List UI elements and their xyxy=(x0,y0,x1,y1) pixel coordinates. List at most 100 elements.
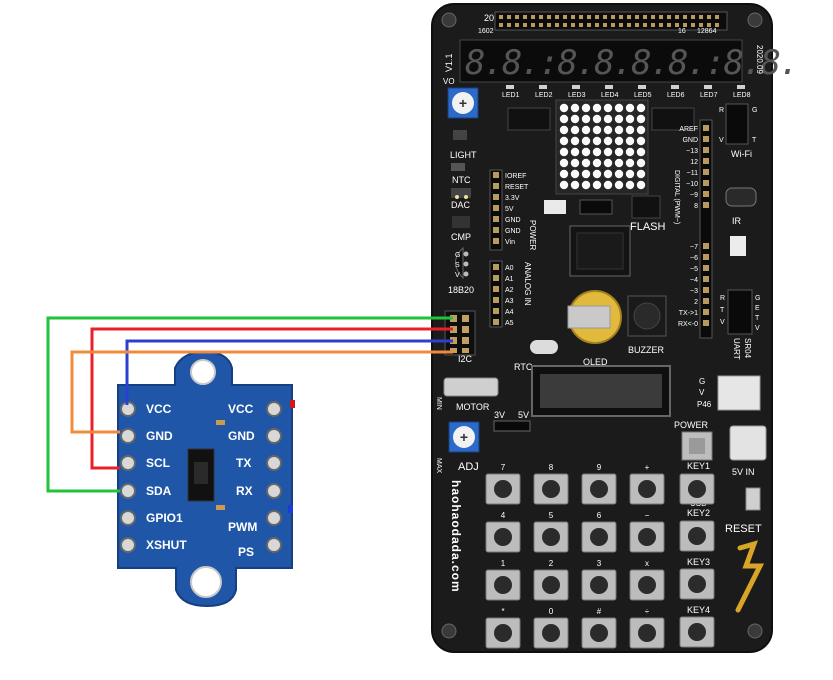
header-pin xyxy=(571,15,575,19)
key-button-cap[interactable] xyxy=(688,575,706,593)
header-pin xyxy=(651,23,655,27)
key-button-cap[interactable] xyxy=(688,480,706,498)
pin-label: A5 xyxy=(505,320,514,327)
matrix-led xyxy=(559,180,569,190)
matrix-led xyxy=(570,147,580,157)
keypad-button-cap[interactable] xyxy=(542,576,560,594)
seven-segment-display xyxy=(459,39,743,83)
led-label: LED1 xyxy=(502,92,520,99)
header-pin xyxy=(691,15,695,19)
header-pin xyxy=(493,227,499,233)
sensor-left-pin-label: GPIO1 xyxy=(146,511,183,525)
header-pin xyxy=(571,23,575,27)
keypad-button-cap[interactable] xyxy=(494,624,512,642)
version-label: V1.1 xyxy=(444,53,454,72)
keypad-button-cap[interactable] xyxy=(494,480,512,498)
header-pin xyxy=(493,172,499,178)
keypad-button-cap[interactable] xyxy=(638,528,656,546)
matrix-led xyxy=(614,158,624,168)
pin-label: R xyxy=(719,107,724,114)
pin-label: ~4 xyxy=(690,277,698,284)
led-label: LED6 xyxy=(667,92,685,99)
matrix-led xyxy=(603,103,613,113)
voltage-jumper xyxy=(493,420,531,432)
header-pin xyxy=(703,254,709,260)
pin-label: V xyxy=(755,325,760,332)
led xyxy=(638,85,646,89)
pin-label: GND xyxy=(682,137,698,144)
led-label: LED8 xyxy=(733,92,751,99)
matrix-led xyxy=(614,147,624,157)
header-pin xyxy=(703,309,709,315)
pin-label: P46 xyxy=(697,400,712,409)
sensor-left-pin-label: GND xyxy=(146,429,173,443)
sensor-right-pin-label: PS xyxy=(238,545,254,559)
pin-label: V xyxy=(719,137,724,144)
matrix-led xyxy=(581,158,591,168)
header-pin xyxy=(563,23,567,27)
wires xyxy=(46,316,453,493)
keypad-button-cap[interactable] xyxy=(590,576,608,594)
matrix-led xyxy=(581,147,591,157)
pin-label: T xyxy=(752,137,757,144)
key-label: + xyxy=(645,463,650,472)
header-pin xyxy=(703,180,709,186)
led xyxy=(539,85,547,89)
sensor-right-pin-label: VCC xyxy=(228,402,254,416)
header-pin xyxy=(493,264,499,270)
sensor-right-pin-label: GND xyxy=(228,429,255,443)
key-button-cap[interactable] xyxy=(688,623,706,641)
header-pin xyxy=(531,15,535,19)
pin-label: 2 xyxy=(694,299,698,306)
header-pin xyxy=(659,23,663,27)
keypad-button-cap[interactable] xyxy=(542,624,560,642)
led-label: LED7 xyxy=(700,92,718,99)
pin-label: GND xyxy=(505,217,521,224)
matrix-led xyxy=(559,125,569,135)
pin-label: G xyxy=(752,107,757,114)
keypad-button-cap[interactable] xyxy=(638,624,656,642)
header-pin xyxy=(603,15,607,19)
pin-label: 3.3V xyxy=(505,195,520,202)
keypad-button-cap[interactable] xyxy=(590,624,608,642)
keypad-button-cap[interactable] xyxy=(638,576,656,594)
key-label: 3 xyxy=(597,559,602,568)
header-pin xyxy=(659,15,663,19)
brand-logo-icon xyxy=(735,540,765,613)
keypad-button-cap[interactable] xyxy=(542,480,560,498)
matrix-led xyxy=(614,180,624,190)
matrix-led xyxy=(592,125,602,135)
pin-label: TX->1 xyxy=(679,310,698,317)
keypad-button-cap[interactable] xyxy=(542,528,560,546)
led-label: LED2 xyxy=(535,92,553,99)
matrix-led xyxy=(625,158,635,168)
header-pin xyxy=(715,15,719,19)
matrix-led xyxy=(592,180,602,190)
keypad-button-cap[interactable] xyxy=(590,528,608,546)
key-label: 4 xyxy=(501,511,506,520)
key-label: 0 xyxy=(549,607,554,616)
keypad-button-cap[interactable] xyxy=(638,480,656,498)
keypad-button-cap[interactable] xyxy=(494,528,512,546)
led xyxy=(671,85,679,89)
red-wire xyxy=(90,327,453,470)
header-pin xyxy=(493,286,499,292)
pot-cross-icon: + xyxy=(460,429,468,445)
matrix-led xyxy=(559,147,569,157)
matrix-led xyxy=(603,147,613,157)
header-pin xyxy=(499,23,503,27)
reset-button[interactable] xyxy=(745,487,761,511)
header-pin xyxy=(703,125,709,131)
key-button-cap[interactable] xyxy=(688,527,706,545)
pin-label: A3 xyxy=(505,298,514,305)
vo-label: VO xyxy=(443,77,455,86)
matrix-led xyxy=(581,114,591,124)
header-pin xyxy=(493,275,499,281)
keypad-button-cap[interactable] xyxy=(494,576,512,594)
oled-label: OLED xyxy=(583,357,608,367)
keypad-button-cap[interactable] xyxy=(590,480,608,498)
header-pin xyxy=(675,15,679,19)
matrix-led xyxy=(625,103,635,113)
rtc-label: RTC xyxy=(514,362,533,372)
